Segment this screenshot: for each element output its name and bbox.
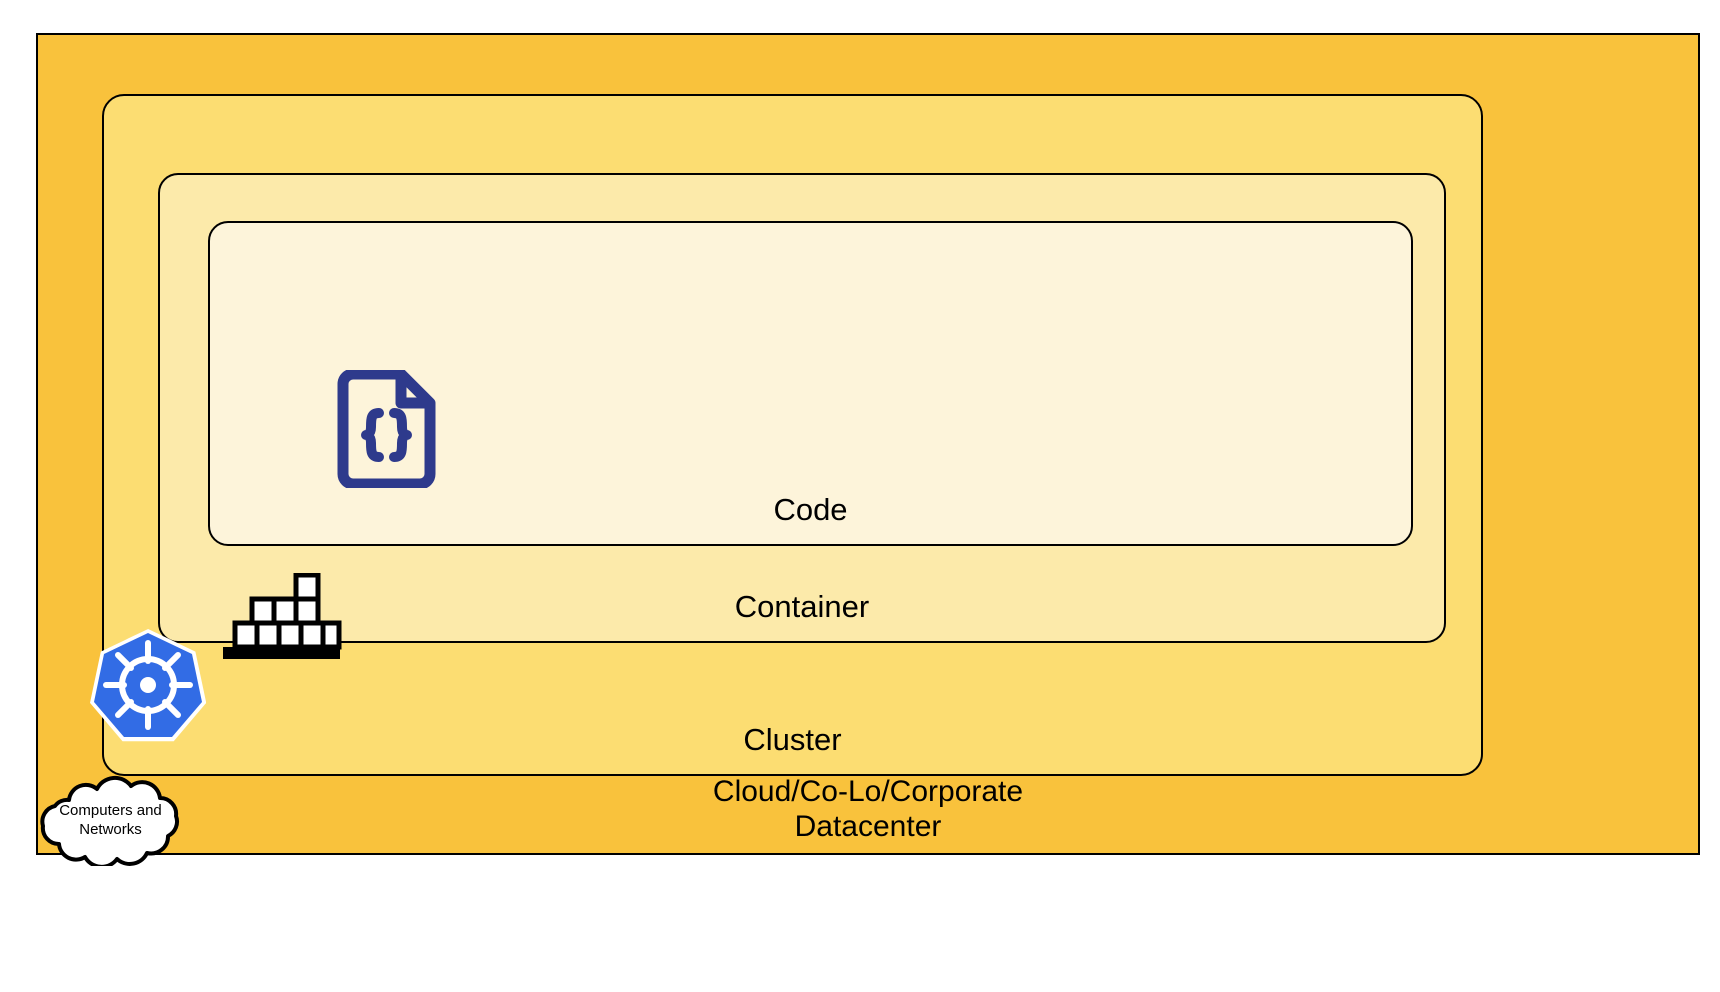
layer-label-code: Code <box>773 492 848 528</box>
layer-cluster[interactable]: Code Container <box>102 94 1483 776</box>
layer-datacenter[interactable]: Code Container <box>36 33 1700 855</box>
layer-container[interactable]: Code Container <box>158 173 1446 643</box>
kubernetes-icon <box>90 625 207 745</box>
layer-label-datacenter: Cloud/Co-Lo/Corporate Datacenter <box>712 775 1024 844</box>
computers-and-networks-badge[interactable]: Computers and Networks <box>29 774 192 869</box>
container-stack-icon <box>219 572 344 661</box>
layer-label-container: Container <box>734 589 870 625</box>
code-file-icon <box>333 368 436 490</box>
cloud-icon <box>40 775 180 869</box>
layer-label-cluster: Cluster <box>743 722 842 758</box>
